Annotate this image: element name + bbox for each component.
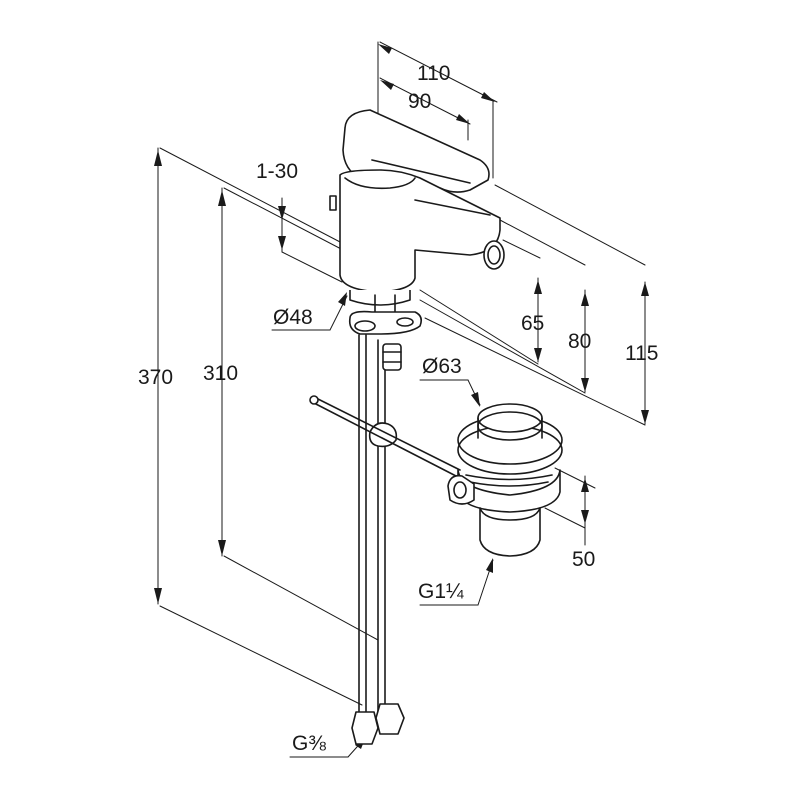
supply-hoses — [351, 334, 405, 745]
dim-height-80: 80 — [568, 330, 591, 353]
mixer-body — [329, 109, 505, 335]
dim-diameter-48: Ø48 — [273, 306, 313, 329]
dim-thread-g38: G⅜ — [292, 732, 326, 755]
dim-height-115: 115 — [625, 342, 658, 365]
dim-width-90: 90 — [408, 90, 431, 113]
fixing-bracket — [348, 310, 422, 335]
popup-linkage — [309, 395, 461, 477]
dimension-arrows — [154, 44, 649, 749]
spout-outlet — [483, 240, 505, 270]
drain-fitting — [447, 403, 563, 557]
dim-diameter-63: Ø63 — [422, 355, 462, 378]
dim-drain-50: 50 — [572, 548, 595, 571]
mixer-cylinder — [339, 169, 501, 293]
dim-height-65: 65 — [521, 312, 544, 335]
hose-nut-right — [375, 703, 405, 735]
hose-nut-left — [351, 711, 379, 745]
dim-height-370: 370 — [138, 366, 173, 389]
dim-width-110: 110 — [417, 62, 450, 85]
dimension-labels: 110 90 1-30 Ø48 65 80 115 Ø63 310 370 50… — [138, 62, 658, 755]
dim-thread-g114: G1¼ — [418, 580, 464, 603]
dim-spout-range: 1-30 — [256, 160, 298, 183]
dim-height-310: 310 — [203, 362, 238, 385]
